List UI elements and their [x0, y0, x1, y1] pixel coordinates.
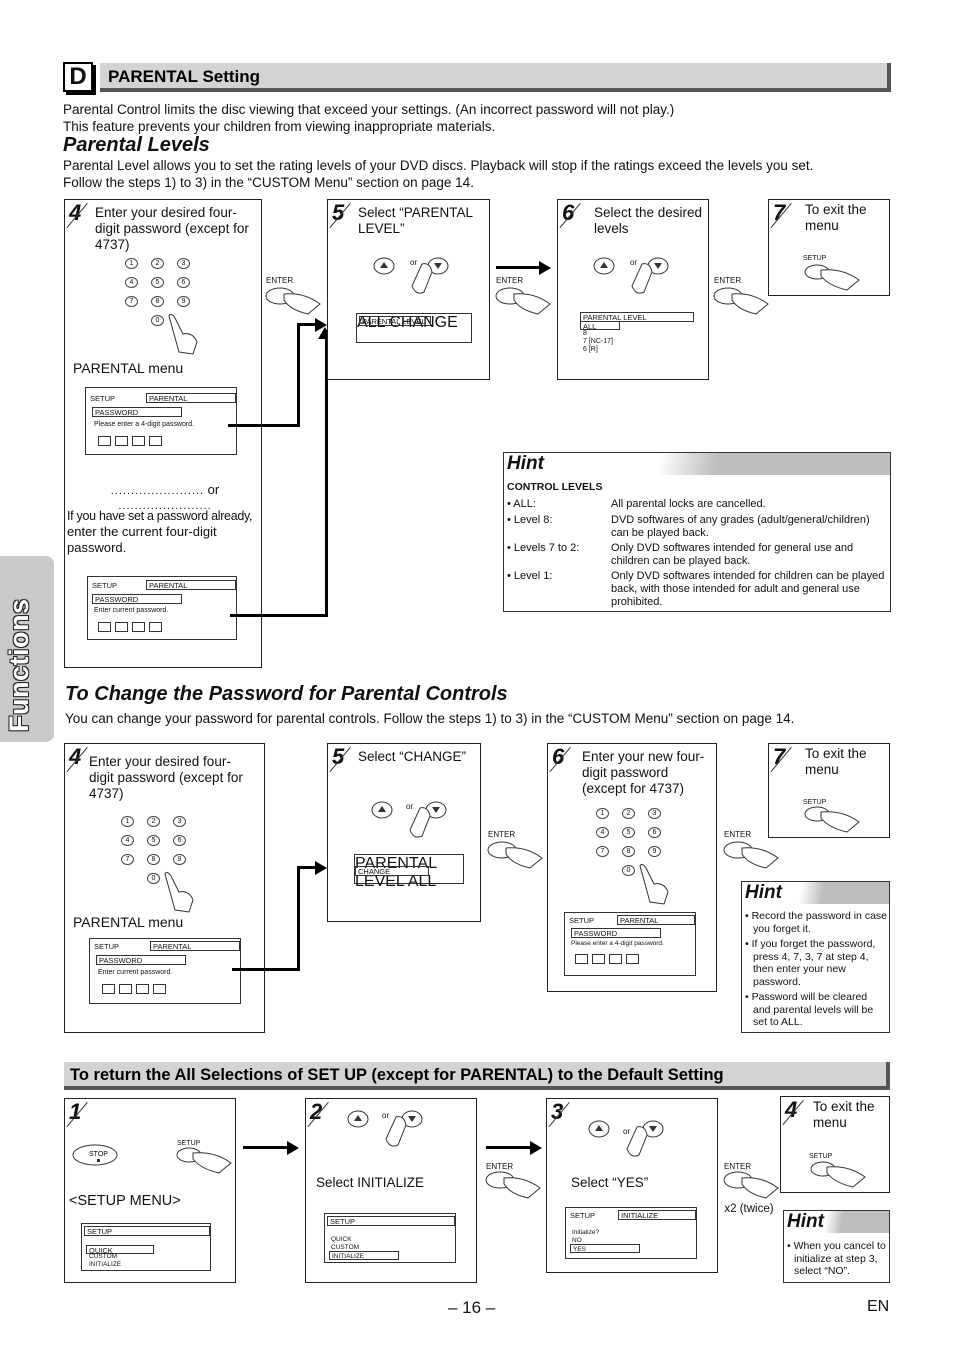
reset-step4-box: 4 To exit the menu SETUP [780, 1096, 890, 1193]
hint-control-levels: Hint CONTROL LEVELS • ALL:All parental l… [503, 452, 891, 612]
setup-button-icon [810, 1161, 866, 1188]
pl-step4-box: 4 Enter your desired four-digit password… [64, 199, 262, 668]
change-password-heading: To Change the Password for Parental Cont… [65, 683, 508, 705]
up-down-buttons-icon [588, 1120, 664, 1157]
change-password-desc: You can change your password for parenta… [65, 711, 795, 726]
reset-step3-box: 3 or Select “YES” SETUP INITIALIZE Initi… [546, 1098, 718, 1273]
initialize-confirm-screen: SETUP INITIALIZE Initialize?NO YES [565, 1207, 697, 1259]
parental-menu-label: PARENTAL menu [73, 914, 184, 930]
select-initialize-label: Select INITIALIZE [316, 1175, 425, 1190]
hint-title: Hint [787, 1211, 824, 1232]
enter-label: ENTER [724, 830, 752, 839]
setup-label: SETUP [809, 1153, 833, 1160]
enter-label: ENTER [488, 830, 516, 839]
enter-label: ENTER [714, 276, 742, 285]
pl-step5-box: 5 Select “PARENTAL LEVEL” or PARENTAL LE… [327, 199, 490, 380]
reset-title-bar: To return the All Selections of SET UP (… [64, 1062, 890, 1090]
side-tab-functions: Functions [0, 556, 54, 742]
level-menu-screen: PARENTAL LEVEL ALL CHANGE [356, 313, 472, 343]
step-text: To exit the menu [813, 1099, 875, 1130]
cp-step4-box: 4 Enter your desired four-digit password… [64, 743, 265, 1033]
select-yes-label: Select “YES” [571, 1175, 649, 1190]
step-text: Enter your desired four-digit password (… [95, 205, 249, 252]
setup-label: SETUP [803, 799, 827, 806]
enter-label: ENTER [266, 276, 294, 285]
hint-title: Hint [745, 882, 782, 903]
step-text: Enter your desired four-digit password (… [89, 754, 243, 801]
pl-step7-box: 7 To exit the menu SETUP [768, 199, 890, 296]
page-number: – 16 – [448, 1298, 496, 1317]
pointing-hand-icon [168, 313, 198, 355]
hint-subtitle: CONTROL LEVELS [507, 481, 603, 493]
up-down-buttons-icon [593, 257, 669, 294]
hint-initialize: Hint • When you cancel to initialize at … [783, 1210, 890, 1283]
enter-label: ENTER [724, 1162, 752, 1171]
parental-menu-label: PARENTAL menu [73, 360, 184, 376]
cp-step6-box: 6 Enter your new four-digit password (ex… [547, 743, 717, 992]
parental-levels-heading: Parental Levels [63, 134, 210, 156]
step-text: Select “CHANGE” [358, 749, 467, 764]
section-title: PARENTAL Setting [108, 67, 261, 86]
step-text: Select “PARENTAL LEVEL” [358, 205, 473, 236]
up-down-buttons-icon [347, 1110, 423, 1147]
enter-button-icon [723, 841, 779, 869]
enter-button-icon [723, 1171, 779, 1199]
enter-label: ENTER [496, 276, 524, 285]
already-set-text: If you have set a password already, ente… [67, 509, 253, 555]
step-text: Enter your new four-digit password (exce… [582, 749, 705, 796]
setup-label: SETUP [803, 255, 827, 262]
enter-button-icon [487, 841, 543, 869]
setup-menu-label: <SETUP MENU> [69, 1193, 181, 1209]
enter-label: ENTER [486, 1162, 514, 1171]
section-title-bar: PARENTAL Setting [100, 63, 891, 92]
step-text: To exit the menu [805, 746, 867, 777]
pointing-hand-icon [164, 871, 194, 913]
stop-button-icon: STOP [72, 1144, 118, 1166]
current-password-screen: SETUP PARENTAL PASSWORD Enter current pa… [89, 938, 241, 1004]
setup-label: SETUP [177, 1140, 201, 1147]
section-letter-badge: D [63, 62, 93, 92]
hint-password: Hint • Record the password in case you f… [741, 881, 890, 1033]
language-code: EN [867, 1298, 890, 1315]
up-down-buttons-icon [371, 801, 447, 838]
setup-button-icon [176, 1147, 232, 1174]
setup-button-icon [804, 806, 860, 833]
svg-text:STOP: STOP [89, 1151, 108, 1158]
enter-button-icon [495, 287, 551, 315]
reset-title: To return the All Selections of SET UP (… [70, 1066, 724, 1084]
cp-step7-box: 7 To exit the menu SETUP [768, 743, 890, 838]
control-level-rows: • ALL:All parental locks are cancelled. … [507, 498, 885, 608]
intro-text: Parental Control limits the disc viewing… [63, 102, 675, 134]
reset-step1-box: 1 STOP SETUP <SETUP MENU> SETUP QUICK CU… [64, 1098, 236, 1283]
hint-text: • When you cancel to initialize at step … [787, 1240, 886, 1277]
or-separator: ....................... or .............… [110, 482, 220, 512]
enter-button-icon [485, 1171, 541, 1199]
hint-bullets: • Record the password in case you forget… [745, 910, 887, 1028]
up-down-buttons-icon [373, 257, 449, 294]
step-text: To exit the menu [805, 202, 867, 233]
hint-title: Hint [507, 453, 544, 474]
enter-button-icon [265, 287, 321, 315]
current-password-screen: SETUP PARENTAL PASSWORD Enter current pa… [87, 576, 237, 640]
pl-step6-box: 6 Select the desired levels or PARENTAL … [557, 199, 709, 380]
new-password-screen: SETUP PARENTAL PASSWORD Please enter a 4… [564, 912, 696, 976]
twice-label: x2 (twice) [724, 1203, 774, 1215]
change-menu-screen: PARENTAL LEVEL ALL CHANGE [354, 854, 464, 890]
password-screen: SETUP PARENTAL PASSWORD Please enter a 4… [85, 387, 237, 455]
pointing-hand-icon [639, 863, 669, 905]
enter-button-icon [713, 287, 769, 315]
cp-step5-box: 5 Select “CHANGE” or PARENTAL LEVEL ALL … [327, 743, 481, 922]
setup-button-icon [804, 264, 860, 291]
step-text: Select the desired levels [594, 205, 703, 236]
parental-levels-desc: Parental Level allows you to set the rat… [63, 158, 814, 190]
